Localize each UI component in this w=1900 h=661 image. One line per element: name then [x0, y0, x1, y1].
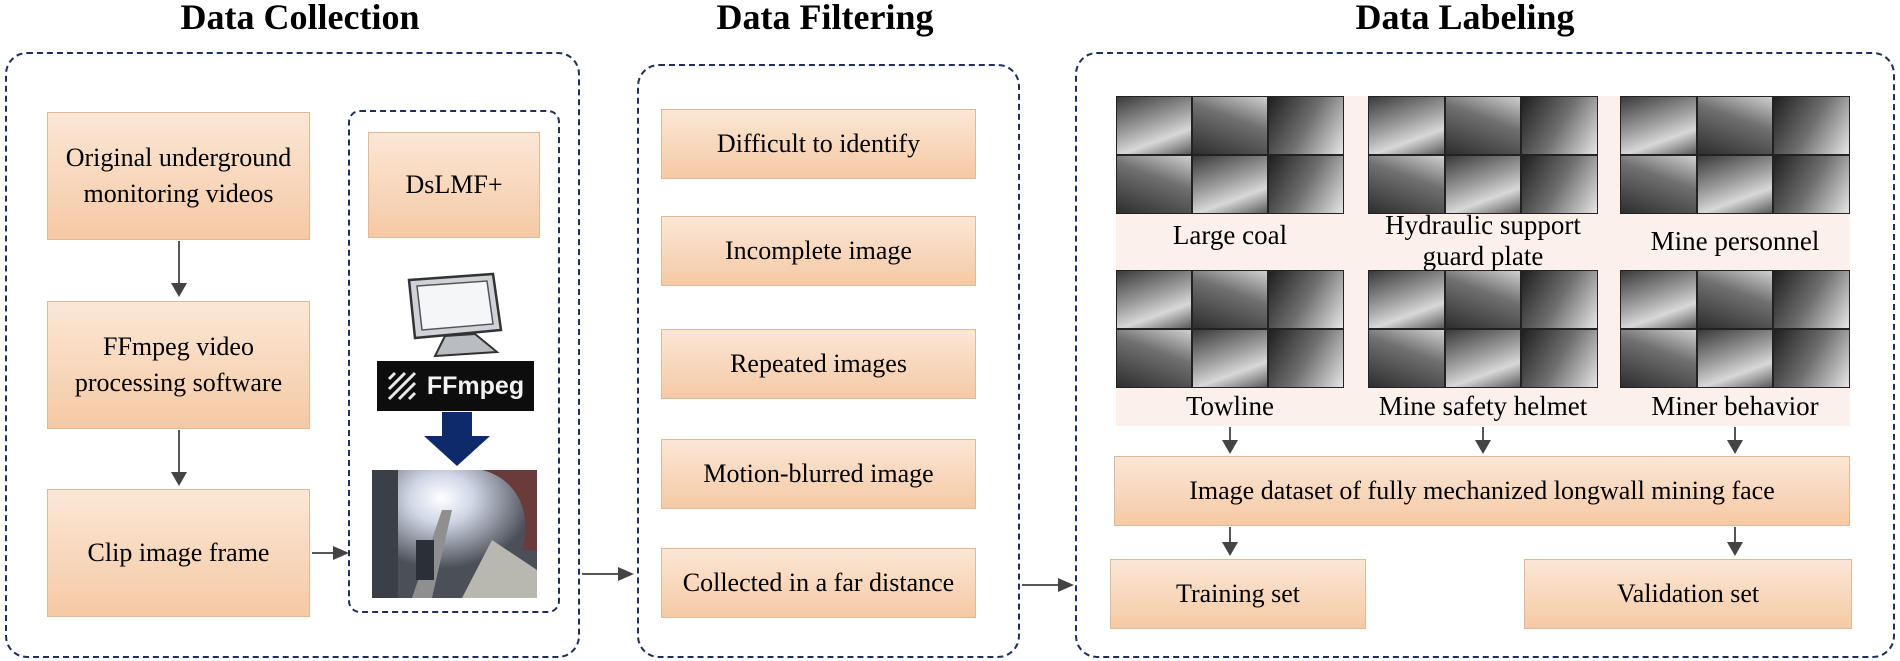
mine-frame-photo [372, 470, 537, 598]
thumbnail-miner-behavior [1620, 270, 1850, 388]
filter-repeated-images: Repeated images [661, 329, 976, 399]
dataset-box: Image dataset of fully mechanized longwa… [1114, 456, 1850, 526]
thumbnail-large-coal [1116, 96, 1344, 214]
arrow-head [618, 567, 634, 581]
panel-data-filtering [637, 64, 1020, 658]
filter-incomplete-image: Incomplete image [661, 216, 976, 286]
arrow-head [171, 472, 187, 486]
training-set-box: Training set [1110, 559, 1366, 629]
thumbnail-mine-personnel [1620, 96, 1850, 214]
title-data-filtering: Data Filtering [716, 0, 934, 37]
caption-large-coal: Large coal [1172, 220, 1288, 250]
arrow-shaft [1734, 527, 1736, 543]
caption-towline: Towline [1185, 391, 1275, 421]
title-data-collection: Data Collection [180, 0, 420, 37]
arrow-head [1727, 542, 1743, 556]
ffmpeg-logo-text: FFmpeg [426, 371, 525, 400]
filter-motion-blurred: Motion-blurred image [661, 439, 976, 509]
panel-data-collection [5, 52, 580, 658]
arrow-head [1727, 440, 1743, 454]
down-arrow-icon [424, 412, 490, 466]
computer-monitor-icon [407, 272, 503, 358]
arrow-shaft [1229, 427, 1231, 441]
arrow-shaft [1734, 427, 1736, 441]
arrow-shaft [1229, 527, 1231, 543]
validation-set-box: Validation set [1524, 559, 1852, 629]
arrow-shaft [1482, 427, 1484, 441]
arrow-head [1058, 578, 1074, 592]
thumbnail-mine-safety-helmet [1368, 270, 1598, 388]
filter-far-distance: Collected in a far distance [661, 548, 976, 618]
arrow-head [1222, 440, 1238, 454]
title-data-labeling: Data Labeling [1355, 0, 1575, 37]
panel-dslmf-tool [348, 110, 560, 613]
arrow-head [171, 283, 187, 297]
caption-mine-safety-helmet: Mine safety helmet [1378, 391, 1588, 421]
caption-miner-behavior: Miner behavior [1651, 391, 1819, 421]
filter-difficult-to-identify: Difficult to identify [661, 109, 976, 179]
arrow-shaft [178, 430, 180, 474]
step-clip-image-frame: Clip image frame [47, 489, 310, 617]
arrow-head [333, 546, 349, 560]
arrow-head [1475, 440, 1491, 454]
arrow-shaft [1022, 584, 1060, 586]
arrow-shaft [312, 552, 336, 554]
dslmf-label: DsLMF+ [368, 132, 540, 238]
ffmpeg-mark-icon [387, 371, 416, 401]
caption-mine-personnel: Mine personnel [1650, 226, 1820, 256]
thumbnail-towline [1116, 270, 1344, 388]
thumbnail-hydraulic-support [1368, 96, 1598, 214]
ffmpeg-logo-icon: FFmpeg [377, 361, 534, 411]
panel-data-labeling [1075, 52, 1895, 658]
arrow-shaft [582, 573, 620, 575]
arrow-head [1222, 542, 1238, 556]
arrow-shaft [178, 241, 180, 285]
